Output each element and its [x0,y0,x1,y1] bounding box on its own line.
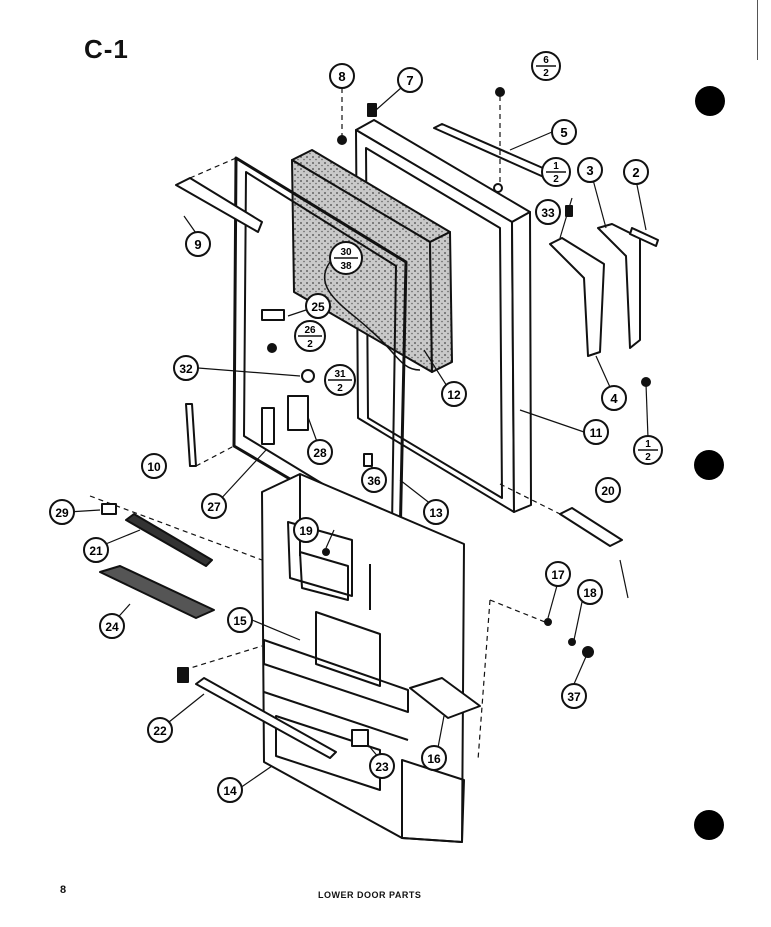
callout-24: 24 [99,613,125,639]
callout-13: 13 [423,499,449,525]
side-trim [185,403,197,467]
svg-text:21: 21 [89,544,103,558]
svg-text:23: 23 [375,760,389,774]
page-code: C-1 [84,34,129,64]
leader-lines [89,88,551,761]
svg-text:1: 1 [645,439,651,450]
svg-text:6: 6 [543,55,549,66]
bottom-bar [195,677,337,759]
callout-22: 22 [147,717,173,743]
callout-14: 14 [217,777,243,803]
svg-text:18: 18 [583,586,597,600]
lower-trim-rail [559,507,623,547]
callout-2: 2 [623,159,649,185]
callout-1-2-upper: 12 [541,157,571,187]
hinge-bracket [549,223,659,357]
svg-text:29: 29 [55,506,69,520]
svg-text:20: 20 [601,484,615,498]
svg-text:25: 25 [311,300,325,314]
svg-text:36: 36 [367,474,381,488]
callout-29: 29 [49,499,75,525]
callout-36: 36 [361,467,387,493]
callout-21: 21 [83,537,109,563]
callout-9: 9 [185,231,211,257]
svg-text:8: 8 [338,69,345,84]
callout-8: 8 [329,63,355,89]
svg-text:17: 17 [551,568,565,582]
callout-19: 19 [293,517,319,543]
callout-26-2: 262 [294,320,326,352]
callout-7: 7 [397,67,423,93]
callout-1-2-lower: 12 [633,435,663,465]
svg-text:27: 27 [207,500,221,514]
binder-hole-bottom [694,810,724,840]
callout-12: 12 [441,381,467,407]
margin-mark [757,0,758,60]
svg-text:14: 14 [223,784,237,798]
svg-text:7: 7 [406,73,413,88]
callout-15: 15 [227,607,253,633]
hardware [101,87,651,747]
svg-text:2: 2 [307,339,313,350]
binder-hole-top [695,86,725,116]
callout-25: 25 [305,293,331,319]
door-liner-shelf [261,473,465,843]
svg-text:13: 13 [429,506,443,520]
svg-text:26: 26 [304,325,316,336]
svg-text:10: 10 [147,460,161,474]
svg-text:28: 28 [313,446,327,460]
svg-text:33: 33 [541,206,555,220]
svg-text:1: 1 [553,161,559,172]
callout-31-2: 312 [324,364,356,396]
svg-text:19: 19 [299,524,313,538]
shelf-trim [125,513,213,567]
callout-27: 27 [201,493,227,519]
svg-text:30: 30 [340,247,352,258]
svg-text:37: 37 [567,690,581,704]
callout-20: 20 [595,477,621,503]
egg-tray [99,565,215,619]
page-number: 8 [60,884,67,896]
callout-16: 16 [421,745,447,771]
svg-text:15: 15 [233,614,247,628]
shelf-tray [409,677,481,719]
svg-text:2: 2 [553,174,559,185]
svg-text:9: 9 [194,237,201,252]
svg-text:2: 2 [337,383,343,394]
svg-text:2: 2 [543,68,549,79]
callout-3: 3 [577,157,603,183]
svg-text:3: 3 [586,163,593,178]
callout-23: 23 [369,753,395,779]
callout-4: 4 [601,385,627,411]
svg-text:11: 11 [590,426,603,440]
svg-text:5: 5 [560,125,567,140]
svg-text:4: 4 [610,391,618,406]
callout-17: 17 [545,561,571,587]
liner-contour [323,261,421,371]
callout-37: 37 [561,683,587,709]
callout-10: 10 [141,453,167,479]
callout-33: 33 [535,199,561,225]
svg-text:2: 2 [645,452,651,463]
binder-hole-middle [694,450,724,480]
svg-text:32: 32 [179,362,193,376]
svg-text:16: 16 [427,752,441,766]
callout-18: 18 [577,579,603,605]
callout-11: 11 [583,419,609,445]
callout-32: 32 [173,355,199,381]
svg-text:24: 24 [105,620,119,634]
svg-text:22: 22 [153,724,167,738]
callout-6-2: 62 [531,51,561,81]
callout-28: 28 [307,439,333,465]
svg-text:12: 12 [447,388,461,402]
diagram-caption: LOWER DOOR PARTS [318,890,422,900]
svg-text:38: 38 [340,261,352,272]
svg-text:2: 2 [632,165,639,180]
top-trim [175,177,263,233]
svg-text:31: 31 [334,369,346,380]
callouts: 8 7 5 3 2 33 9 25 32 12 4 11 10 28 36 27… [49,51,663,803]
callout-5: 5 [551,119,577,145]
